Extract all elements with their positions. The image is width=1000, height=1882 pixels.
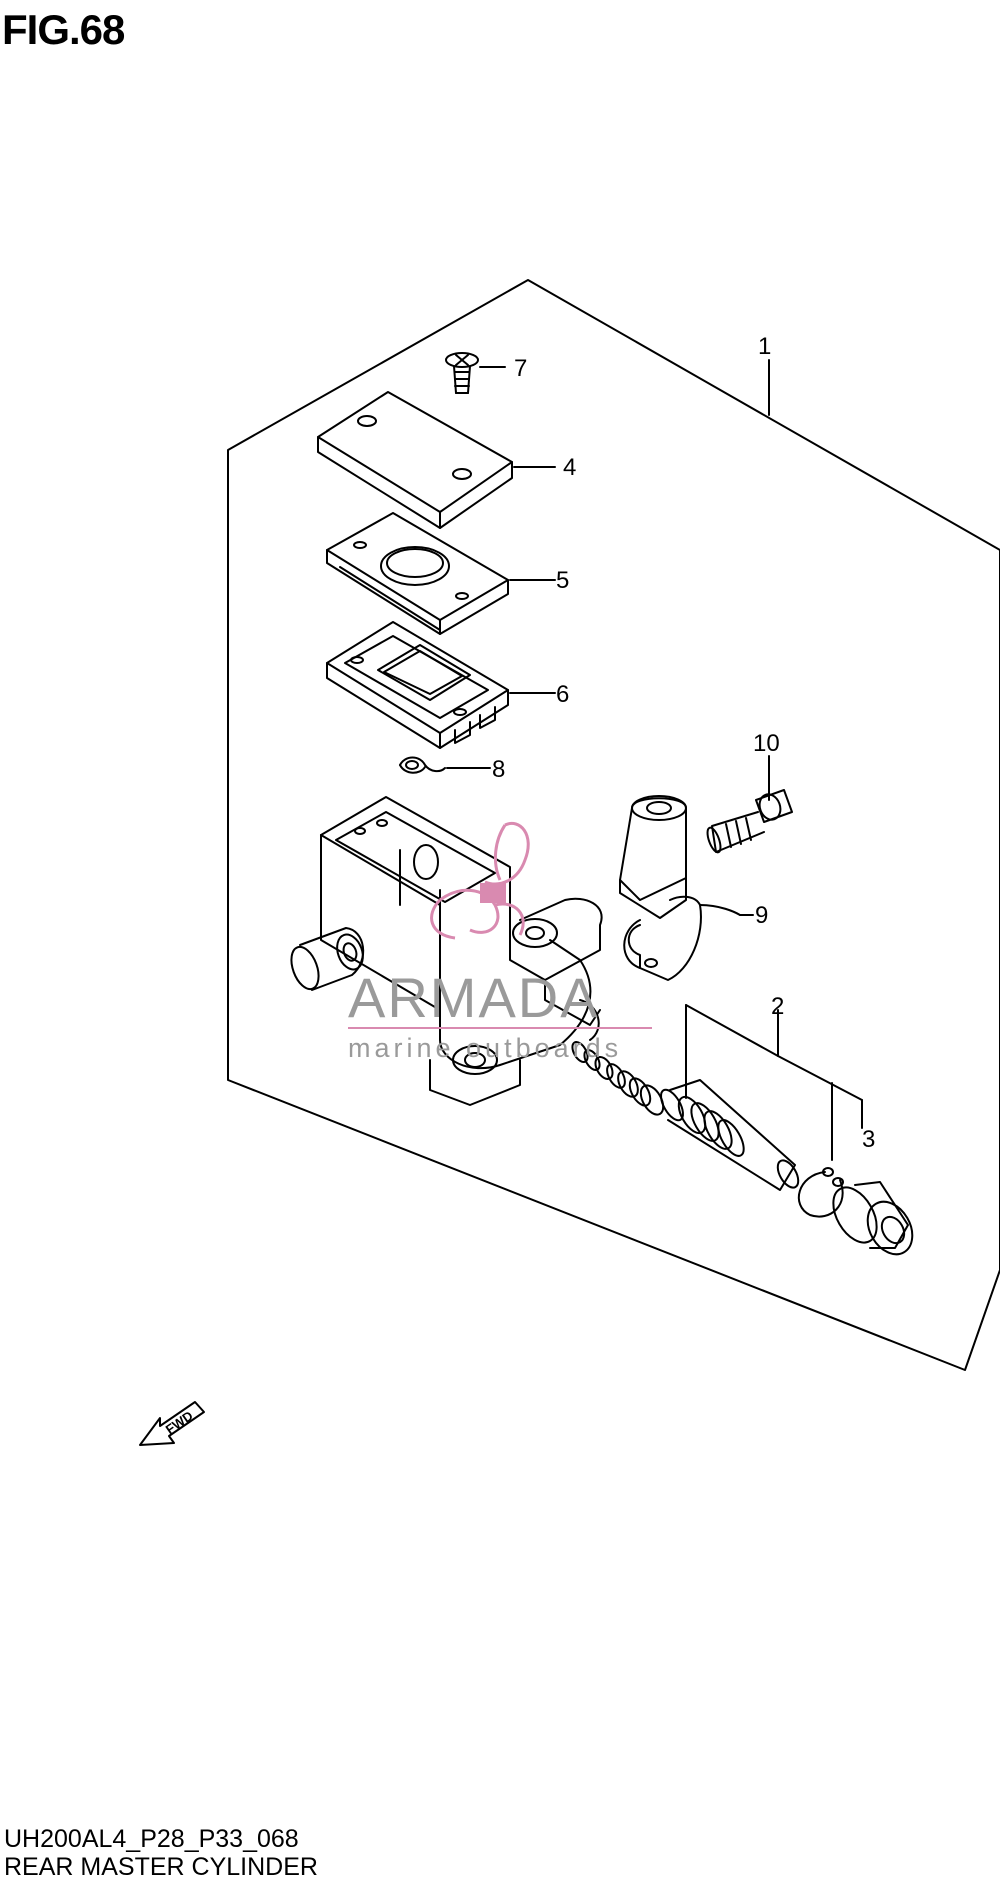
master-cylinder-body bbox=[290, 796, 603, 1106]
part-4-cap bbox=[317, 391, 556, 529]
callout-label-8: 8 bbox=[492, 756, 505, 783]
part-9-holder bbox=[619, 795, 754, 981]
callout-label-9: 9 bbox=[755, 902, 768, 929]
assembly-boundary bbox=[227, 279, 1000, 1371]
figure-title: FIG.68 bbox=[2, 6, 125, 53]
part-5-plate bbox=[326, 512, 556, 635]
fwd-label: FWD bbox=[163, 1408, 196, 1437]
part-10-bolt bbox=[706, 755, 793, 854]
watermark-subtitle: marine outboards bbox=[348, 1033, 622, 1063]
callout-label-4: 4 bbox=[563, 454, 576, 481]
callout-label-2: 2 bbox=[771, 993, 784, 1020]
callout-label-1: 1 bbox=[758, 333, 771, 360]
part-circlip bbox=[798, 1167, 844, 1218]
callout-label-7: 7 bbox=[514, 355, 527, 382]
figure-code: UH200AL4_P28_P33_068 bbox=[4, 1825, 299, 1853]
callout-label-3: 3 bbox=[862, 1126, 875, 1153]
spring bbox=[571, 1041, 665, 1116]
part-6-gasket bbox=[326, 621, 556, 749]
part-3-boot bbox=[832, 1181, 914, 1256]
watermark-logo-icon bbox=[430, 822, 530, 940]
watermark-brand: ARMADA bbox=[348, 966, 600, 1029]
part-7-screw bbox=[445, 352, 506, 394]
fwd-arrow bbox=[139, 1401, 205, 1446]
callout-label-6: 6 bbox=[556, 681, 569, 708]
callout-label-10: 10 bbox=[753, 730, 780, 757]
callout-label-5: 5 bbox=[556, 567, 569, 594]
figure-name: REAR MASTER CYLINDER bbox=[4, 1853, 318, 1881]
part-8-clip bbox=[399, 756, 491, 774]
part-2-piston bbox=[660, 1004, 863, 1191]
